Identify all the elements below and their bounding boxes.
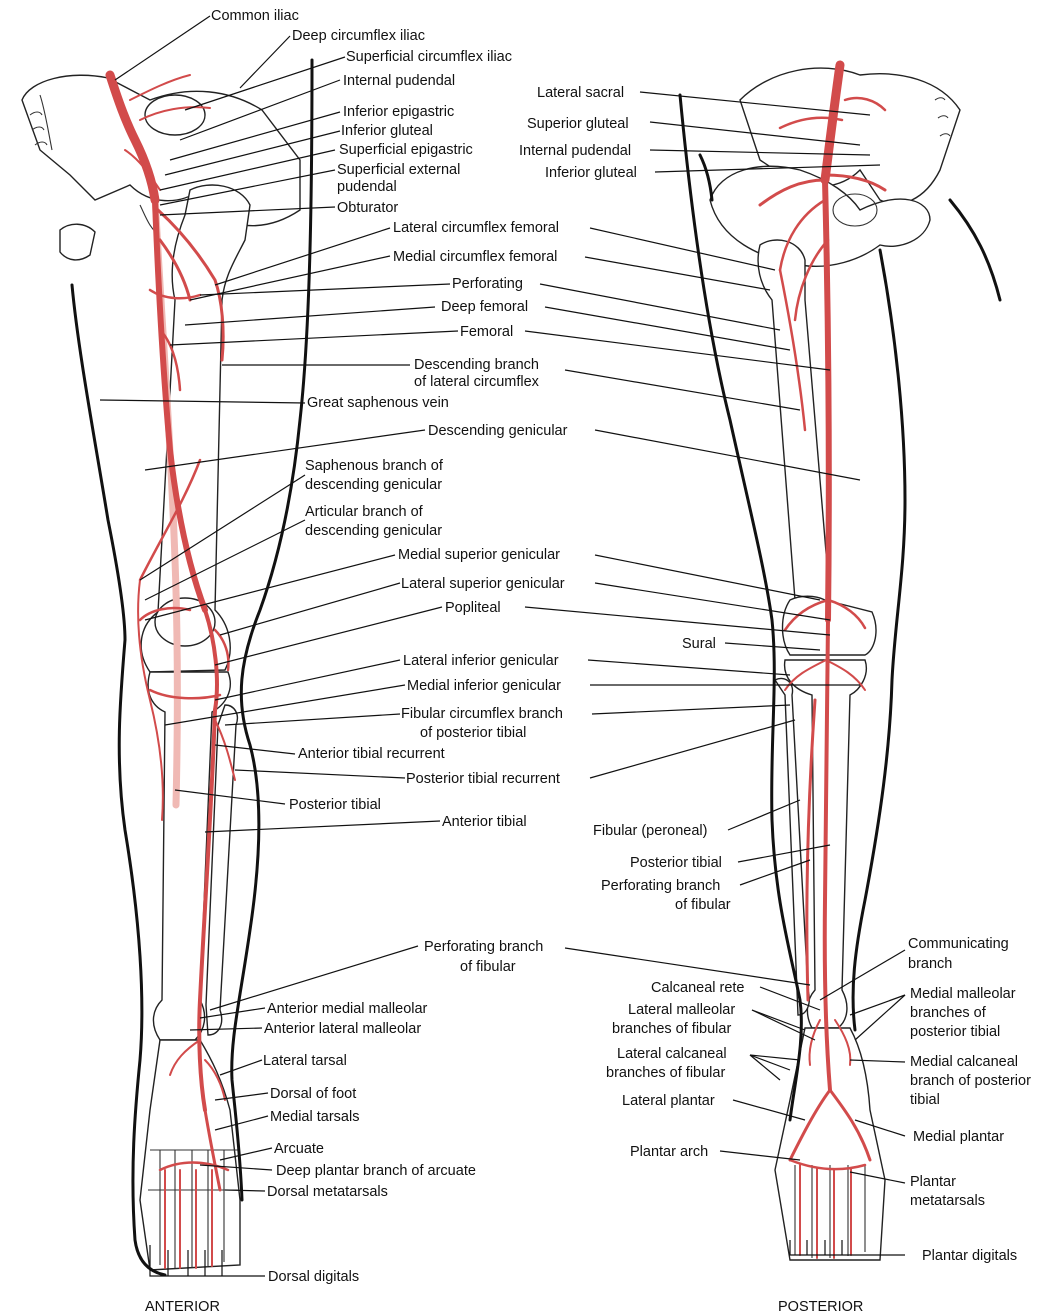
label-sural: Sural: [682, 636, 716, 652]
label-superficial-circumflex-iliac: Superficial circumflex iliac: [346, 49, 512, 65]
view-label-posterior: POSTERIOR: [778, 1299, 863, 1315]
label-perforating-branch-line1: Perforating branch: [601, 878, 720, 894]
anterior-foot: [140, 1040, 240, 1270]
label-perforating-branch-fibular-line2: of fibular: [460, 959, 516, 975]
label-posterior-tibial-anterior: Posterior tibial: [289, 797, 381, 813]
label-medial-plantar: Medial plantar: [913, 1129, 1004, 1145]
label-medial-inferior-genicular: Medial inferior genicular: [407, 678, 561, 694]
label-fibular-circumflex-line1: Fibular circumflex branch: [401, 706, 563, 722]
label-dorsal-digitals: Dorsal digitals: [268, 1269, 359, 1285]
label-perforating: Perforating: [452, 276, 523, 292]
label-anterior-medial-malleolar: Anterior medial malleolar: [267, 1001, 428, 1017]
label-lateral-tarsal: Lateral tarsal: [263, 1053, 347, 1069]
label-anterior-tibial: Anterior tibial: [442, 814, 527, 830]
label-communicating-branch-line2: branch: [908, 956, 952, 972]
label-deep-circumflex-iliac: Deep circumflex iliac: [292, 28, 425, 44]
label-descending-branch-line2: of lateral circumflex: [414, 374, 540, 390]
label-deep-femoral: Deep femoral: [441, 299, 528, 315]
label-communicating-branch-line1: Communicating: [908, 936, 1009, 952]
label-medial-circumflex-femoral: Medial circumflex femoral: [393, 249, 557, 265]
label-superficial-external-pudendal-line2: pudendal: [337, 179, 397, 195]
label-inferior-gluteal-posterior: Inferior gluteal: [545, 165, 637, 181]
label-medial-calcaneal-line2: branch of posterior: [910, 1073, 1031, 1089]
label-dorsal-metatarsals: Dorsal metatarsals: [267, 1184, 388, 1200]
label-perforating-branch-line2: of fibular: [675, 897, 731, 913]
label-lateral-calcaneal-line1: Lateral calcaneal: [617, 1046, 727, 1062]
label-common-iliac: Common iliac: [211, 8, 299, 24]
label-articular-branch-line2: descending genicular: [305, 523, 442, 539]
label-lateral-malleolar-line2: branches of fibular: [612, 1021, 731, 1037]
label-lateral-inferior-genicular: Lateral inferior genicular: [403, 653, 559, 669]
label-medial-malleolar-line2: branches of: [910, 1005, 987, 1021]
label-articular-branch-line1: Articular branch of: [305, 504, 424, 520]
label-medial-calcaneal-line1: Medial calcaneal: [910, 1054, 1018, 1070]
label-perforating-branch-fibular-line1: Perforating branch: [424, 939, 543, 955]
label-arcuate: Arcuate: [274, 1141, 324, 1157]
label-saphenous-branch-line1: Saphenous branch of: [305, 458, 444, 474]
label-descending-genicular: Descending genicular: [428, 423, 568, 439]
label-medial-malleolar-line3: posterior tibial: [910, 1024, 1000, 1040]
label-lateral-plantar: Lateral plantar: [622, 1093, 715, 1109]
label-femoral: Femoral: [460, 324, 513, 340]
label-lateral-superior-genicular: Lateral superior genicular: [401, 576, 565, 592]
label-internal-pudendal-posterior: Internal pudendal: [519, 143, 631, 159]
label-medial-malleolar-line1: Medial malleolar: [910, 986, 1016, 1002]
label-superficial-external-pudendal-line1: Superficial external: [337, 162, 460, 178]
label-calcaneal-rete: Calcaneal rete: [651, 980, 745, 996]
label-fibular-peroneal: Fibular (peroneal): [593, 823, 707, 839]
label-lateral-sacral: Lateral sacral: [537, 85, 624, 101]
label-internal-pudendal-anterior: Internal pudendal: [343, 73, 455, 89]
label-obturator: Obturator: [337, 200, 398, 216]
label-superior-gluteal: Superior gluteal: [527, 116, 629, 132]
label-superficial-epigastric: Superficial epigastric: [339, 142, 473, 158]
label-plantar-metatarsals-line1: Plantar: [910, 1174, 956, 1190]
label-posterior-tibial-posterior: Posterior tibial: [630, 855, 722, 871]
label-descending-branch-line1: Descending branch: [414, 357, 539, 373]
label-medial-tarsals: Medial tarsals: [270, 1109, 359, 1125]
label-medial-calcaneal-line3: tibial: [910, 1092, 940, 1108]
label-plantar-metatarsals-line2: metatarsals: [910, 1193, 985, 1209]
label-dorsal-of-foot: Dorsal of foot: [270, 1086, 356, 1102]
label-lateral-malleolar-line1: Lateral malleolar: [628, 1002, 735, 1018]
label-fibular-circumflex-line2: of posterior tibial: [420, 725, 526, 741]
label-deep-plantar-branch: Deep plantar branch of arcuate: [276, 1163, 476, 1179]
label-anterior-lateral-malleolar: Anterior lateral malleolar: [264, 1021, 421, 1037]
label-medial-superior-genicular: Medial superior genicular: [398, 547, 560, 563]
label-plantar-digitals: Plantar digitals: [922, 1248, 1017, 1264]
label-inferior-epigastric: Inferior epigastric: [343, 104, 454, 120]
anterior-leg-illustration: [22, 60, 312, 1275]
label-plantar-arch: Plantar arch: [630, 1144, 708, 1160]
posterior-femur: [758, 240, 858, 648]
label-great-saphenous-vein: Great saphenous vein: [307, 395, 449, 411]
label-saphenous-branch-line2: descending genicular: [305, 477, 442, 493]
view-label-anterior: ANTERIOR: [145, 1299, 220, 1315]
label-posterior-tibial-recurrent: Posterior tibial recurrent: [406, 771, 560, 787]
label-inferior-gluteal-anterior: Inferior gluteal: [341, 123, 433, 139]
label-anterior-tibial-recurrent: Anterior tibial recurrent: [298, 746, 445, 762]
label-popliteal: Popliteal: [445, 600, 501, 616]
label-lateral-calcaneal-line2: branches of fibular: [606, 1065, 725, 1081]
label-lateral-circumflex-femoral: Lateral circumflex femoral: [393, 220, 559, 236]
